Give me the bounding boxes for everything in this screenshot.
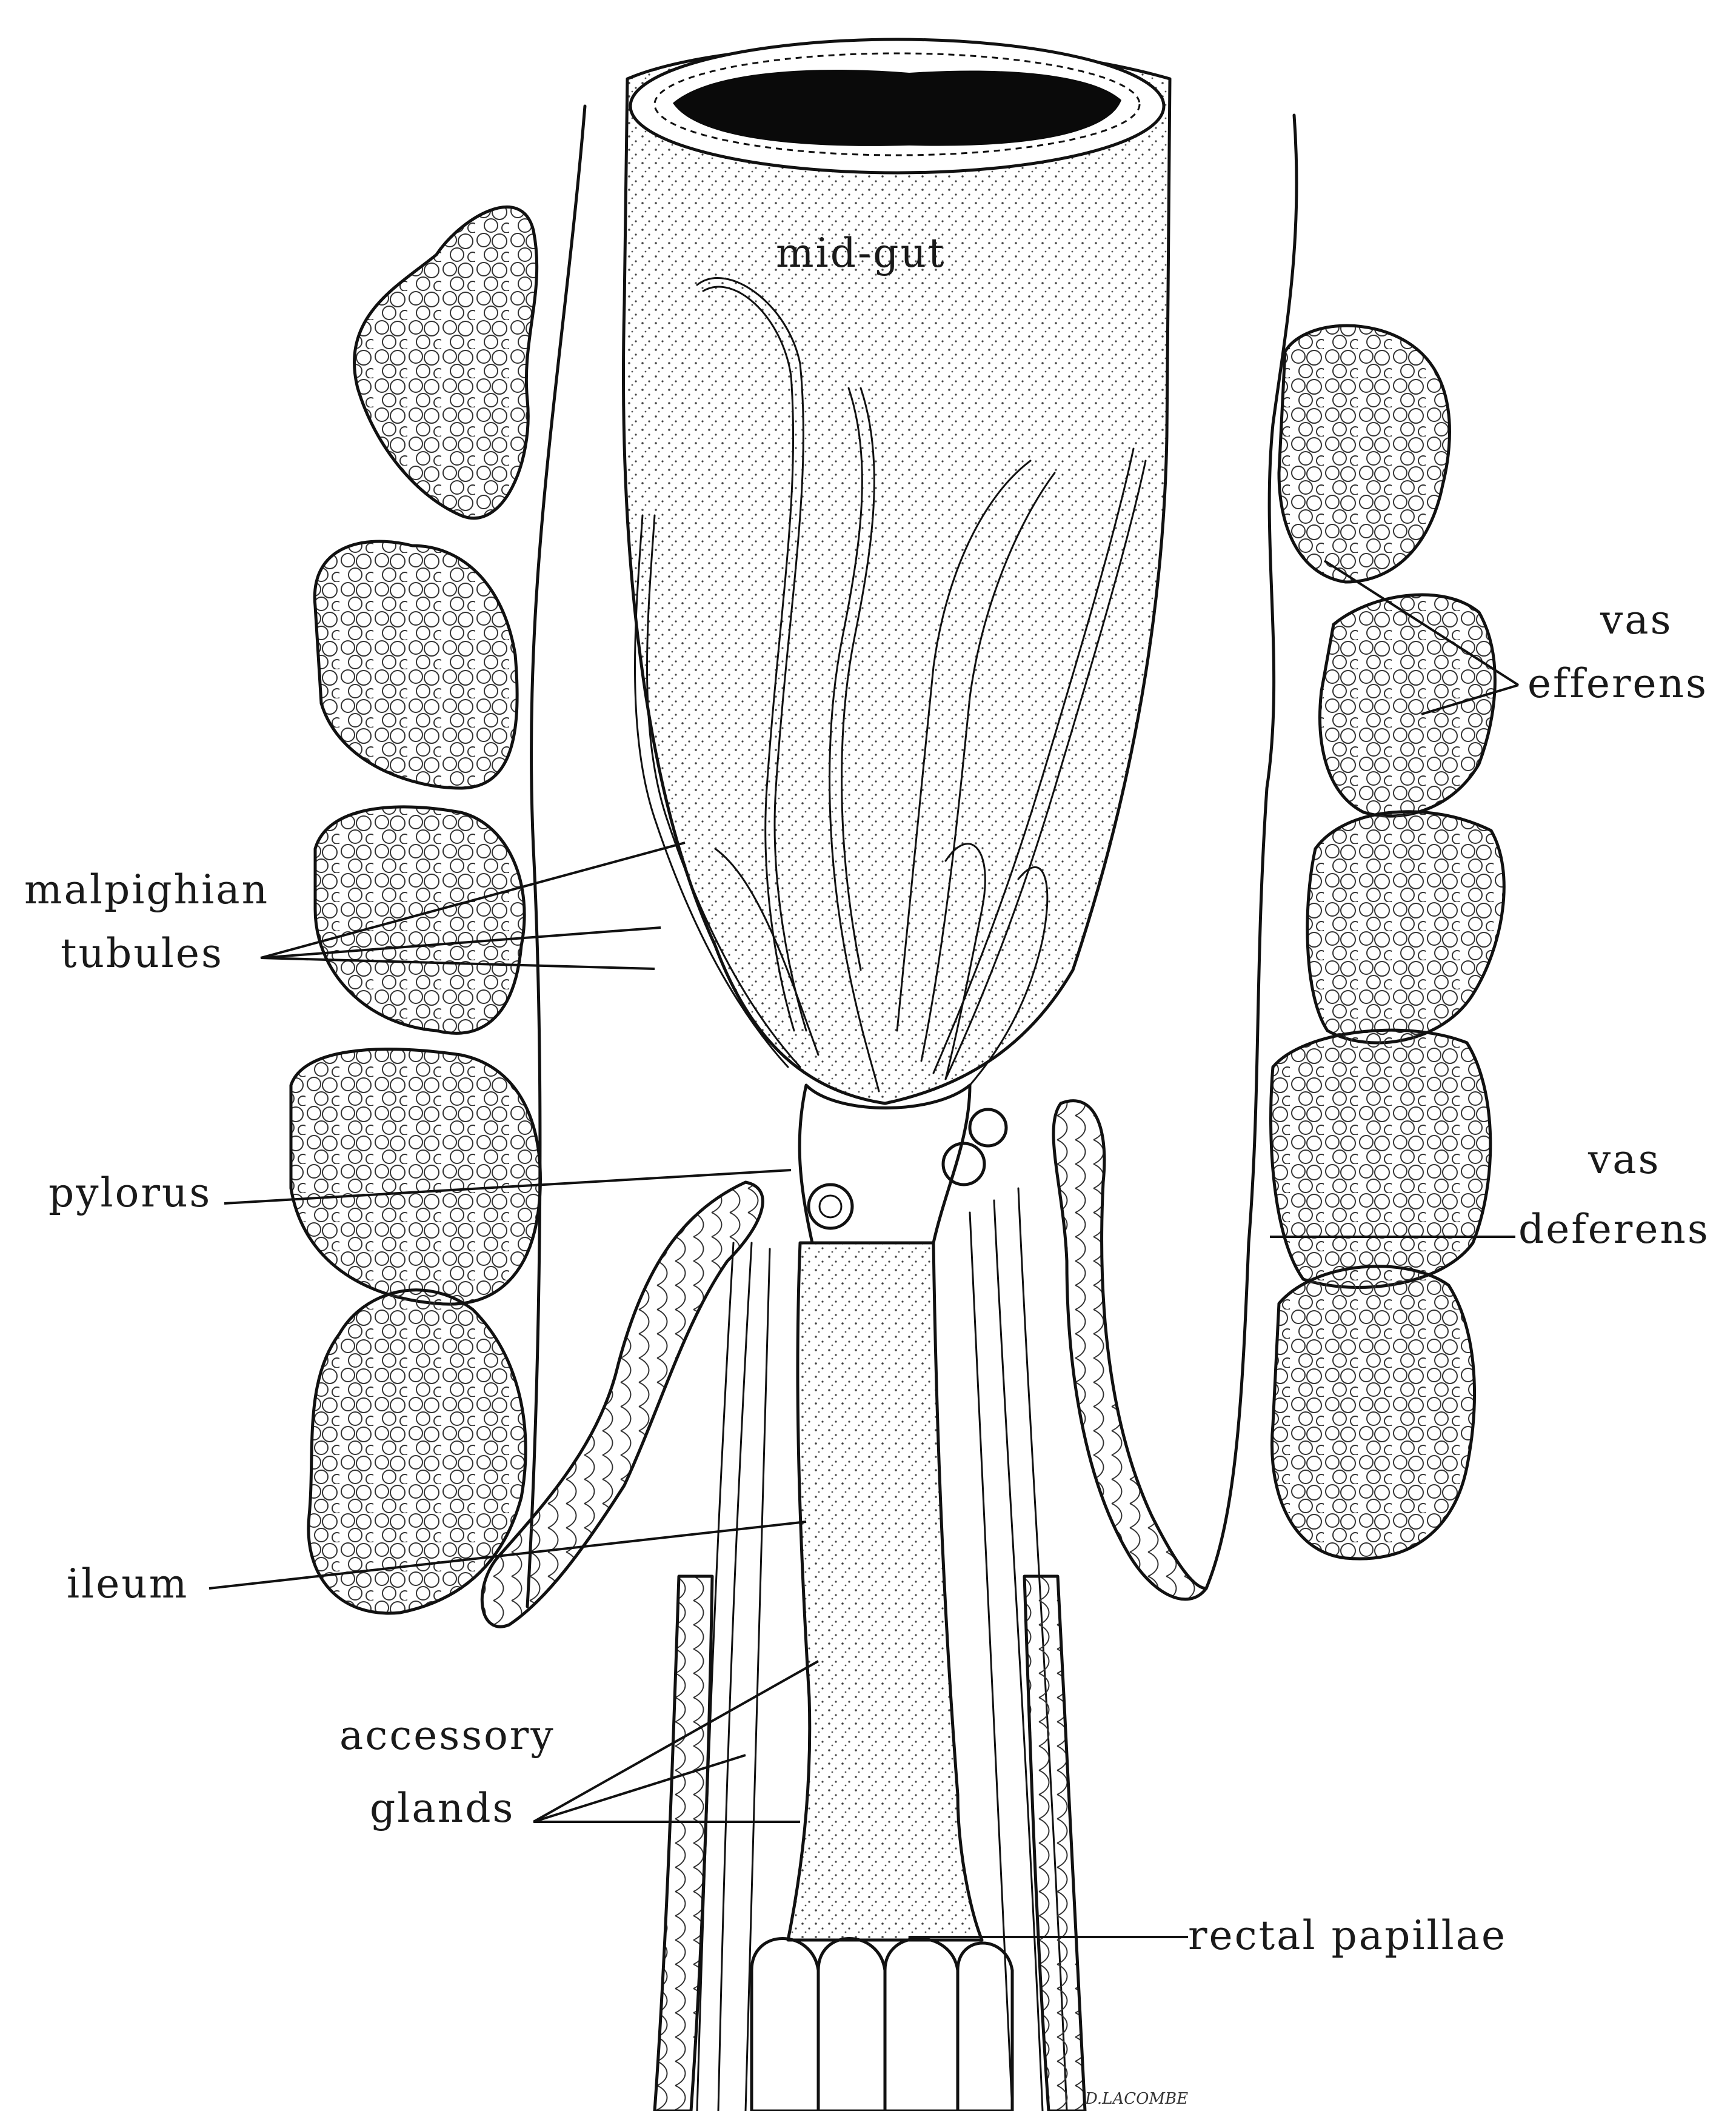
- accessory-gland-tube-4: [970, 1213, 1012, 2111]
- ileum-tube: [788, 1243, 982, 1940]
- right-vas-deferens: [1053, 1101, 1206, 1599]
- label-vas-deferens-line1: vas: [1587, 1136, 1661, 1183]
- mid-gut-lumen: [673, 70, 1121, 146]
- left-vas-efferens-duct: [527, 106, 585, 1607]
- right-testis-lobe-2: [1320, 595, 1495, 816]
- pylorus-coil-left-inner: [820, 1196, 841, 1217]
- accessory-gland-tube-3: [746, 1249, 770, 2111]
- pylorus-coil-left: [809, 1185, 852, 1228]
- leader-accessory-2: [533, 1755, 746, 1822]
- label-malpighian-line1: malpighian: [24, 866, 269, 913]
- pylorus-coil-right: [943, 1143, 984, 1185]
- label-accessory-line2: glands: [370, 1785, 515, 1832]
- right-testis-lobe-5: [1272, 1266, 1475, 1559]
- pylorus-coil-right-2: [970, 1109, 1006, 1146]
- label-pylorus: pylorus: [48, 1169, 212, 1216]
- accessory-gland-tube-2: [718, 1243, 752, 2111]
- outer-duct-right: [1024, 1576, 1085, 2111]
- label-vas-deferens-line2: deferens: [1518, 1206, 1710, 1253]
- right-testis-lobe-3: [1307, 812, 1504, 1043]
- outer-duct-left: [655, 1576, 712, 2111]
- label-malpighian-line2: tubules: [61, 930, 224, 977]
- label-mid-gut: mid-gut: [776, 230, 946, 276]
- label-rectal-papillae: rectal papillae: [1188, 1912, 1507, 1959]
- left-testis-lobe-4: [291, 1049, 540, 1304]
- rectal-papilla-1: [752, 1939, 818, 2111]
- label-vas-efferens-line1: vas: [1600, 597, 1673, 643]
- rectal-papilla-4: [958, 1943, 1012, 2111]
- left-testis-lobe-2: [315, 541, 517, 788]
- right-testis-lobe-4: [1271, 1030, 1491, 1287]
- right-testis-lobe-1: [1279, 326, 1450, 582]
- right-testis: [1206, 115, 1504, 1588]
- left-testis: [291, 106, 585, 1613]
- rectal-papilla-3: [885, 1939, 958, 2111]
- left-testis-lobe-1: [355, 207, 537, 518]
- label-accessory-line1: accessory: [339, 1712, 555, 1759]
- left-testis-lobe-3: [315, 807, 524, 1033]
- rectal-papilla-2: [818, 1939, 885, 2111]
- label-ileum: ileum: [67, 1561, 189, 1607]
- artist-signature: D.LACOMBE: [1084, 2090, 1188, 2108]
- label-vas-efferens-line2: efferens: [1527, 660, 1708, 707]
